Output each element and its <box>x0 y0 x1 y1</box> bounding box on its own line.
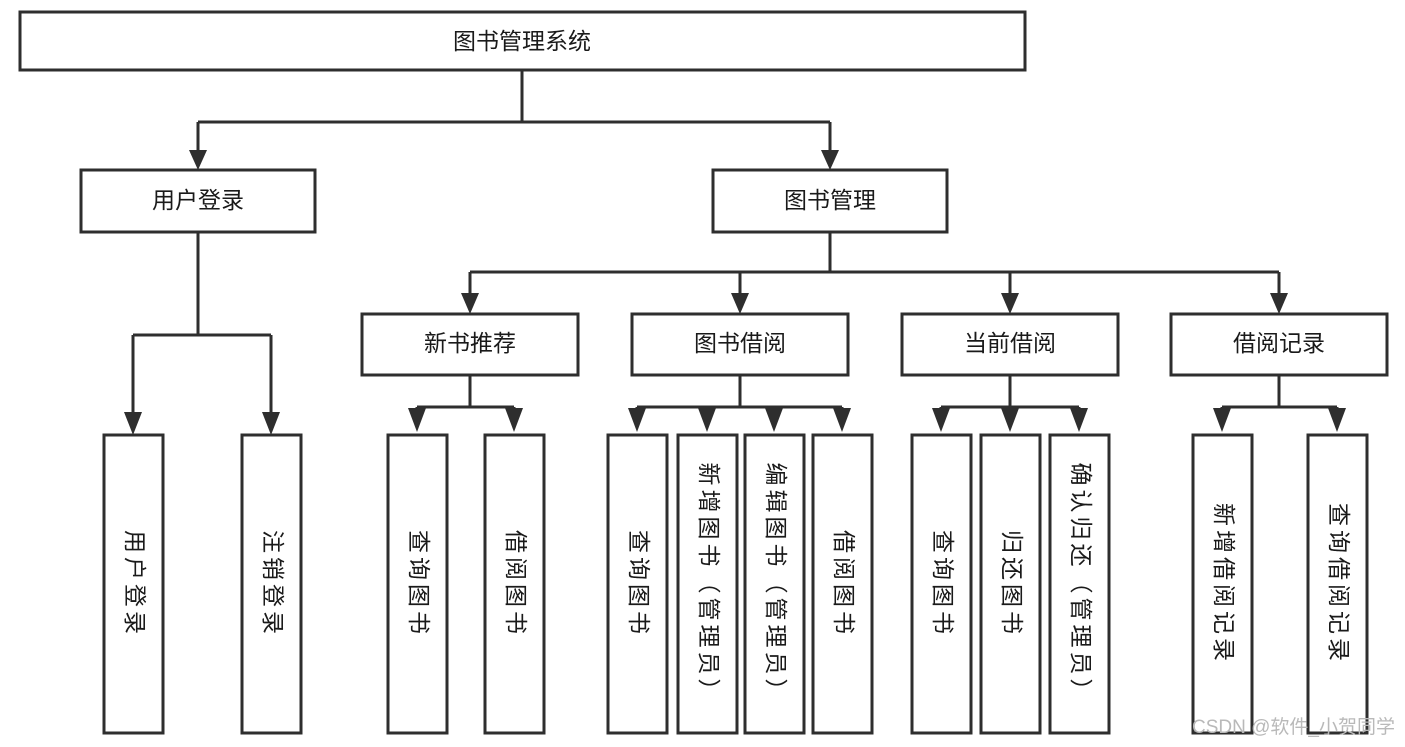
node-root-label: 图书管理系统 <box>453 28 591 54</box>
node-current-borrow-label: 当前借阅 <box>964 330 1056 356</box>
leaf-confirm-return-admin[interactable]: 确认归还（管理员） <box>1048 433 1111 735</box>
arrow-head-leaf-user-login <box>124 412 142 435</box>
leaf-query-book-3-box[interactable] <box>910 433 973 735</box>
leaf-borrow-book-2[interactable]: 借阅图书 <box>811 433 874 735</box>
leaf-edit-book-admin[interactable]: 编辑图书（管理员） <box>743 433 806 735</box>
leaf-borrow-book-2-box[interactable] <box>811 433 874 735</box>
leaf-confirm-return-admin-label: 确认归还（管理员） <box>1068 463 1094 706</box>
leaf-query-book-1[interactable]: 查询图书 <box>386 433 449 735</box>
arrow-head-new-book-rec <box>461 293 479 314</box>
leaf-return-book-label: 归还图书 <box>999 530 1025 638</box>
node-book-borrow-box[interactable] <box>630 312 850 377</box>
connector-layer <box>124 70 1346 435</box>
arrow-head-leaf-query-book-3 <box>932 408 950 432</box>
leaf-query-book-1-label: 查询图书 <box>406 530 432 638</box>
leaf-query-book-3[interactable]: 查询图书 <box>910 433 973 735</box>
arrow-head-leaf-confirm-return <box>1070 408 1088 432</box>
arrow-head-leaf-query-record <box>1328 408 1346 432</box>
leaf-logout-box[interactable] <box>240 433 303 735</box>
leaf-add-book-admin-label: 新增图书（管理员） <box>696 463 722 706</box>
arrow-head-leaf-add-record <box>1213 408 1231 432</box>
leaf-query-record-box[interactable] <box>1306 433 1369 735</box>
leaf-query-book-2-label: 查询图书 <box>626 530 652 638</box>
leaf-return-book-box[interactable] <box>979 433 1042 735</box>
leaf-return-book[interactable]: 归还图书 <box>979 433 1042 735</box>
node-book-borrow-label: 图书借阅 <box>694 330 786 356</box>
leaf-confirm-return-admin-box[interactable] <box>1048 433 1111 735</box>
node-root-box[interactable] <box>18 10 1027 72</box>
leaf-query-book-2[interactable]: 查询图书 <box>606 433 669 735</box>
leaf-user-login[interactable]: 用户登录 <box>102 433 165 735</box>
leaf-add-record[interactable]: 新增借阅记录 <box>1191 433 1254 735</box>
node-book-manage-box[interactable] <box>711 168 949 234</box>
node-root[interactable]: 图书管理系统 <box>18 10 1027 72</box>
arrow-head-leaf-borrow-book-1 <box>505 408 523 432</box>
node-user-login-label: 用户登录 <box>152 187 244 213</box>
arrow-head-leaf-query-book-1 <box>408 408 426 432</box>
leaf-query-book-1-box[interactable] <box>386 433 449 735</box>
arrow-head-leaf-logout <box>262 412 280 435</box>
arrow-head-leaf-edit-book-admin <box>765 408 783 432</box>
leaf-query-record-label: 查询借阅记录 <box>1326 503 1352 665</box>
node-new-book-rec-box[interactable] <box>360 312 580 377</box>
node-book-borrow[interactable]: 图书借阅 <box>630 312 850 377</box>
leaf-borrow-book-2-label: 借阅图书 <box>831 530 857 638</box>
leaf-edit-book-admin-box[interactable] <box>743 433 806 735</box>
leaf-user-login-box[interactable] <box>102 433 165 735</box>
csdn-watermark: CSDN @软件_小贺同学 <box>1192 717 1395 738</box>
arrow-head-leaf-query-book-2 <box>628 408 646 432</box>
leaf-add-book-admin[interactable]: 新增图书（管理员） <box>676 433 739 735</box>
leaf-add-record-box[interactable] <box>1191 433 1254 735</box>
arrow-head-user-login <box>189 150 207 170</box>
leaf-user-login-label: 用户登录 <box>122 530 148 638</box>
leaf-logout-label: 注销登录 <box>260 530 286 638</box>
arrow-head-leaf-return-book <box>1001 408 1019 432</box>
node-new-book-rec-label: 新书推荐 <box>424 330 516 356</box>
leaf-edit-book-admin-label: 编辑图书（管理员） <box>763 463 789 706</box>
leaf-query-book-2-box[interactable] <box>606 433 669 735</box>
node-user-login-box[interactable] <box>79 168 317 234</box>
leaf-borrow-book-1-label: 借阅图书 <box>503 530 529 638</box>
leaf-query-record[interactable]: 查询借阅记录 <box>1306 433 1369 735</box>
node-new-book-rec[interactable]: 新书推荐 <box>360 312 580 377</box>
leaf-query-book-3-label: 查询图书 <box>930 530 956 638</box>
arrow-head-current-borrow <box>1001 293 1019 314</box>
leaf-borrow-book-1-box[interactable] <box>483 433 546 735</box>
node-borrow-record[interactable]: 借阅记录 <box>1169 312 1389 377</box>
leaf-borrow-book-1[interactable]: 借阅图书 <box>483 433 546 735</box>
node-user-login[interactable]: 用户登录 <box>79 168 317 234</box>
node-book-manage[interactable]: 图书管理 <box>711 168 949 234</box>
arrow-head-book-borrow <box>731 293 749 314</box>
node-borrow-record-label: 借阅记录 <box>1233 330 1325 356</box>
leaf-add-record-label: 新增借阅记录 <box>1211 503 1237 665</box>
arrow-head-borrow-record <box>1270 293 1288 314</box>
node-current-borrow[interactable]: 当前借阅 <box>900 312 1120 377</box>
arrow-head-leaf-add-book-admin <box>698 408 716 432</box>
arrow-head-leaf-borrow-book-2 <box>833 408 851 432</box>
node-borrow-record-box[interactable] <box>1169 312 1389 377</box>
node-book-manage-label: 图书管理 <box>784 187 876 213</box>
node-current-borrow-box[interactable] <box>900 312 1120 377</box>
leaf-logout[interactable]: 注销登录 <box>240 433 303 735</box>
arrow-head-book-manage <box>821 150 839 170</box>
leaf-add-book-admin-box[interactable] <box>676 433 739 735</box>
